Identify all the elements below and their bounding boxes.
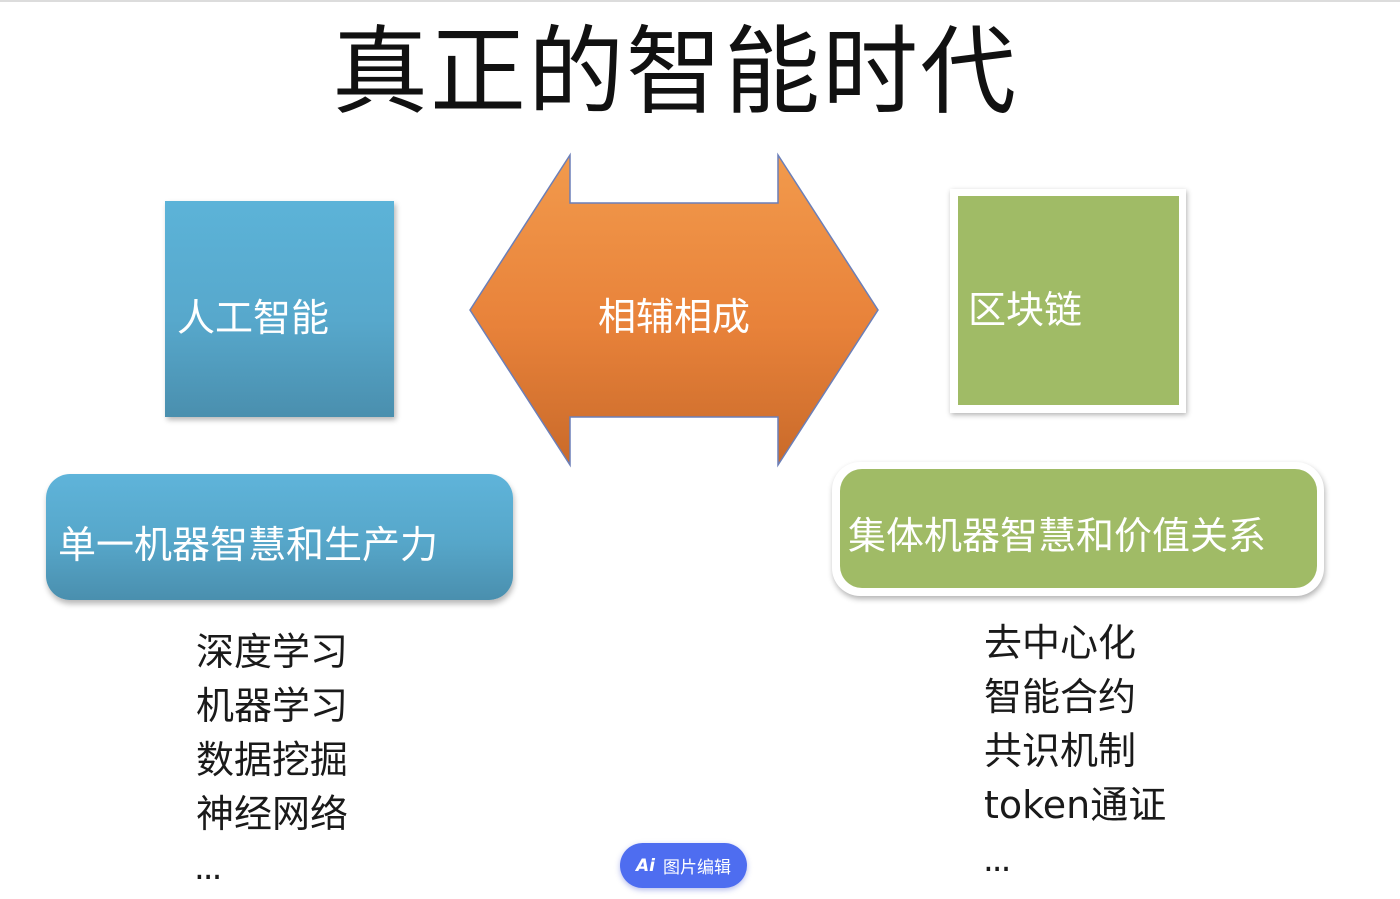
ai-icon: Ai [636,855,655,876]
list-item: 智能合约 [984,675,1137,719]
list-item: token通证 [984,783,1167,827]
double-arrow [469,152,879,468]
list-item: 深度学习 [196,630,349,674]
single-machine-pill: 单一机器智慧和生产力 [46,474,513,600]
ai-image-edit-label: 图片编辑 [662,858,731,878]
ai-box: 人工智能 [165,201,394,417]
top-divider [0,0,1400,2]
single-machine-pill-label: 单一机器智慧和生产力 [58,523,439,567]
blockchain-topic-list: 去中心化 智能合约 共识机制 token通证 [984,616,1166,832]
collective-pill: 集体机器智慧和价值关系 [840,469,1317,588]
arrow-label: 相辅相成 [597,295,750,339]
ai-box-label: 人工智能 [177,296,330,340]
page-title: 真正的智能时代 [332,16,1018,128]
collective-pill-label: 集体机器智慧和价值关系 [848,514,1267,558]
ai-image-edit-button[interactable]: Ai 图片编辑 [620,843,747,888]
list-item: 神经网络 [196,792,349,836]
blockchain-list-ellipsis: ... [983,840,1011,880]
list-item: 数据挖掘 [196,738,349,782]
ai-list-ellipsis: ... [194,848,222,888]
list-item: 机器学习 [196,684,349,728]
list-item: 共识机制 [984,729,1137,773]
ai-topic-list: 深度学习 机器学习 数据挖掘 神经网络 [196,625,348,841]
list-item: 去中心化 [984,621,1137,665]
blockchain-box-label: 区块链 [968,288,1083,332]
blockchain-box: 区块链 [958,196,1179,405]
